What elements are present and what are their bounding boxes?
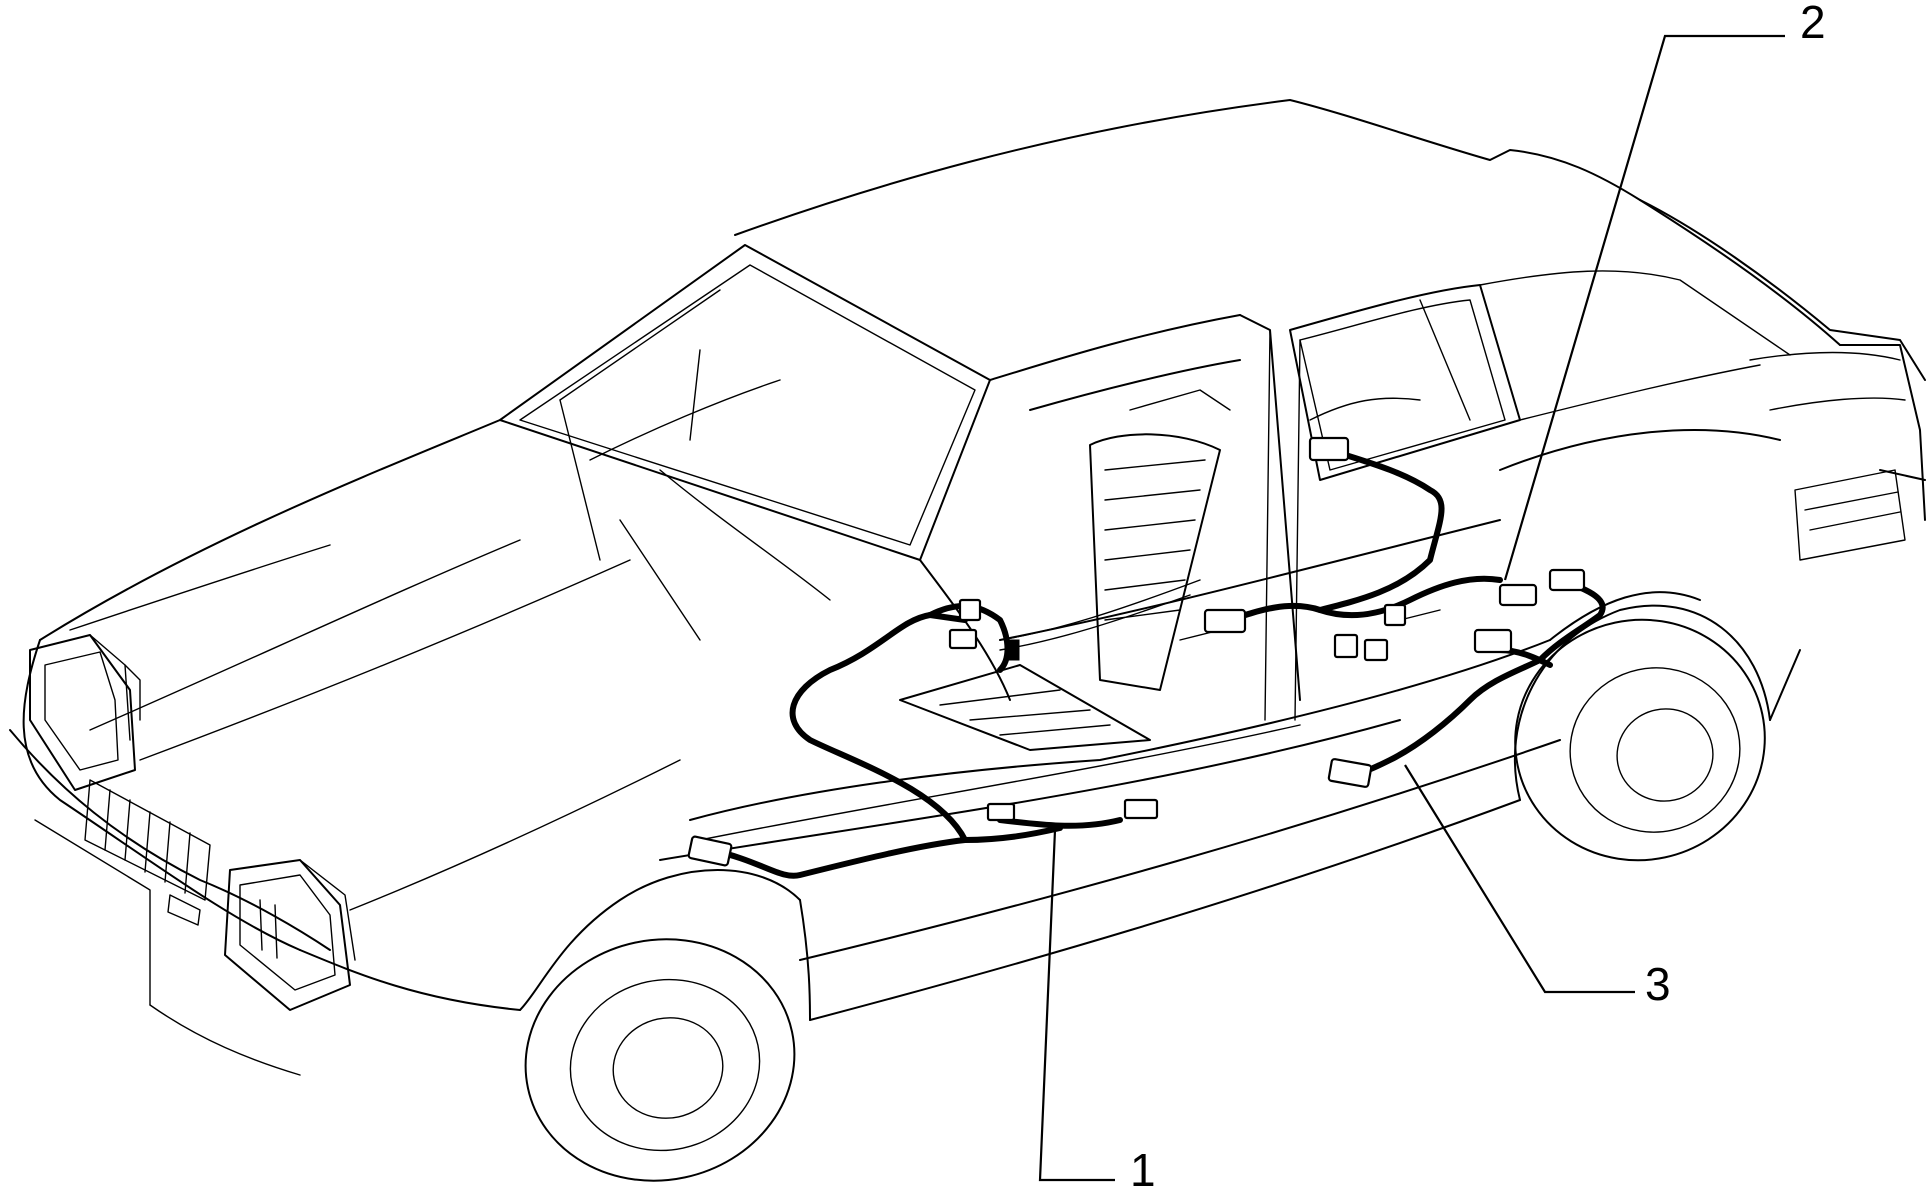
car-body xyxy=(9,99,1926,1076)
harness-1 xyxy=(707,579,1201,879)
leader-3 xyxy=(1404,764,1635,994)
callout-3: 3 xyxy=(1645,958,1671,1010)
leader-1 xyxy=(1038,829,1115,1182)
harness-2 xyxy=(1227,447,1503,623)
leader-2 xyxy=(1503,34,1785,581)
callout-1: 1 xyxy=(1130,1144,1156,1189)
rear-wheel xyxy=(1514,618,1766,862)
front-wheel xyxy=(524,938,796,1182)
connectors xyxy=(687,436,1586,867)
callout-2: 2 xyxy=(1800,0,1826,48)
leader-lines xyxy=(1038,34,1785,1182)
